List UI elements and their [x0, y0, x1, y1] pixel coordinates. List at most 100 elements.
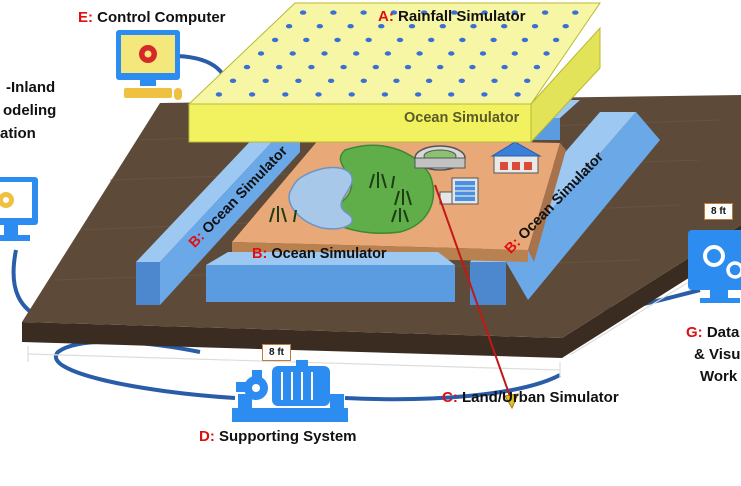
rain-nozzle: [459, 37, 466, 43]
ocean-left-side: [136, 262, 160, 305]
rain-nozzle: [420, 10, 428, 15]
building-icon: [439, 177, 479, 205]
rain-nozzle: [282, 92, 289, 97]
ocean-front-top: [206, 252, 455, 265]
rain-nozzle: [501, 64, 508, 70]
ocean-front-face: [206, 265, 455, 302]
rain-nozzle: [501, 24, 508, 29]
rain-nozzle: [439, 24, 446, 29]
ocean-left-front: [160, 112, 300, 305]
pump-icon: [232, 360, 348, 422]
rain-nozzle: [340, 64, 347, 70]
rain-nozzle: [303, 37, 310, 43]
ocean-right-front: [506, 112, 660, 300]
rain-nozzle: [552, 37, 560, 43]
label-letter-d: D:: [199, 428, 215, 445]
label-ocean-back: Ocean Simulator: [404, 110, 520, 126]
land-side: [528, 143, 566, 262]
label-text-d: Supporting System: [219, 428, 357, 445]
label-data-visualization: G: Data & Visu Work: [686, 322, 740, 388]
label-rainfall-simulator: A: Rainfall Simulator: [378, 8, 526, 25]
label-letter-c: C:: [442, 389, 458, 406]
rain-nozzle: [408, 24, 416, 29]
label-text-g-line1: Data: [706, 324, 740, 341]
rain-nozzle: [514, 92, 521, 97]
label-letter-e: E:: [78, 9, 93, 26]
label-left-partial-line3: ation: [0, 125, 36, 142]
rain-nozzle: [416, 51, 423, 56]
rain-nozzle: [353, 51, 360, 56]
left-workstation-icon: [0, 177, 38, 241]
rain-nozzle: [243, 64, 251, 70]
rain-nozzle: [262, 78, 269, 84]
rain-nozzle: [414, 92, 422, 97]
stadium-icon: [414, 145, 466, 171]
rain-nozzle: [531, 24, 539, 29]
rain-nozzle: [490, 37, 497, 43]
rain-nozzle: [334, 37, 341, 43]
rain-nozzle: [299, 10, 307, 15]
rain-nozzle: [396, 37, 404, 43]
rain-nozzle: [285, 24, 293, 29]
label-data-line2: & Visu: [694, 346, 741, 363]
rain-nozzle: [384, 51, 392, 56]
rain-nozzle: [378, 24, 385, 29]
rain-nozzle: [491, 78, 498, 84]
label-left-partial-line2: odeling: [3, 102, 57, 119]
label-land-urban-simulator: C: Land/Urban Simulator: [442, 389, 619, 406]
rain-nozzle: [271, 37, 279, 43]
rain-nozzle: [448, 51, 455, 56]
label-ocean-front: B: Ocean Simulator: [252, 246, 387, 262]
label-text-b-front: Ocean Simulator: [271, 246, 387, 262]
rain-nozzle: [348, 92, 355, 97]
label-data-line1: G: Data: [686, 322, 740, 344]
warehouse-icon: [490, 141, 542, 174]
rain-nozzle: [316, 24, 323, 29]
rain-nozzle: [330, 10, 337, 15]
cable-pump-right: [344, 373, 561, 402]
rain-nozzle: [524, 78, 531, 84]
rain-nozzle: [276, 64, 283, 70]
rain-nozzle: [327, 78, 335, 84]
rain-nozzle: [321, 51, 328, 56]
rain-nozzle: [229, 78, 237, 84]
rain-nozzle: [257, 51, 265, 56]
rain-nozzle: [360, 10, 367, 15]
rain-nozzle: [543, 51, 550, 56]
rain-nozzle: [425, 78, 433, 84]
control-computer-icon: [116, 30, 182, 100]
rain-box-side: [530, 26, 601, 144]
rain-nozzle: [360, 78, 367, 84]
rain-nozzle: [381, 92, 389, 97]
rain-nozzle: [215, 92, 223, 97]
label-control-computer: E: Control Computer: [78, 9, 226, 26]
rain-nozzle: [511, 51, 518, 56]
rain-nozzle: [541, 10, 549, 15]
rain-nozzle: [448, 92, 455, 97]
rain-nozzle: [572, 10, 579, 15]
rain-nozzle: [451, 10, 458, 15]
rain-nozzle: [308, 64, 315, 70]
rain-nozzle: [481, 92, 488, 97]
rain-box-top: [187, 2, 601, 105]
dimension-label-bottom: 8 ft: [262, 344, 291, 361]
ocean-right-side: [470, 262, 506, 305]
lake: [288, 166, 353, 230]
label-text-e: Control Computer: [97, 9, 226, 26]
rain-nozzle: [479, 51, 487, 56]
rain-nozzle: [521, 37, 529, 43]
label-letter-g: G:: [686, 324, 703, 341]
dimension-line-bottom: [27, 346, 561, 378]
label-letter-b-front: B:: [252, 246, 268, 262]
rain-nozzle: [511, 10, 518, 15]
rain-nozzle: [404, 64, 412, 70]
rain-nozzle: [365, 37, 372, 43]
label-letter-a: A:: [378, 8, 394, 25]
dimension-label-right: 8 ft: [704, 203, 733, 220]
rain-nozzle: [289, 51, 296, 56]
rain-nozzle: [393, 78, 400, 84]
ocean-left-top: [136, 112, 300, 262]
label-data-line3: Work: [700, 368, 738, 385]
rain-nozzle: [470, 24, 477, 29]
